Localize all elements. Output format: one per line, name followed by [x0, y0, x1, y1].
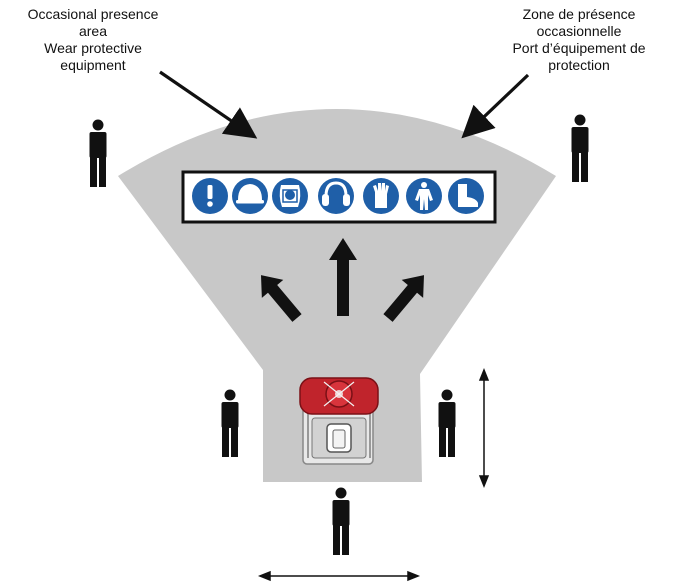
helmet-icon: [232, 178, 268, 214]
horizontal-dimension-arrow: [257, 570, 421, 582]
pointer-arrows: [159, 70, 530, 139]
person-icon-mid-left: [221, 389, 239, 457]
arrow-up-icon: [329, 238, 357, 316]
french-label-line-1: Zone de présence: [522, 6, 636, 22]
ppe-sign: [181, 170, 497, 224]
english-zone-label: Occasional presence area Wear protective…: [8, 6, 178, 74]
french-label-line-3: Port d’équipement de: [512, 40, 646, 56]
english-label-line-2: area: [78, 23, 108, 39]
safety-boots-icon: [448, 178, 484, 214]
arrow-up-right-icon: [383, 275, 424, 322]
person-icon-top-left: [89, 119, 107, 187]
person-icon-mid-right: [438, 389, 456, 457]
machine-top-view: [299, 377, 379, 465]
arrow-up-left-icon: [261, 275, 302, 322]
french-zone-label: Zone de présence occasionnelle Port d’éq…: [490, 6, 668, 74]
english-label-line-1: Occasional presence: [27, 6, 159, 22]
french-label-line-4: protection: [548, 57, 610, 73]
french-label-line-2: occasionnelle: [536, 23, 622, 39]
english-pointer-arrow: [159, 70, 258, 139]
french-pointer-arrow: [461, 73, 530, 139]
face-shield-icon: [272, 178, 308, 214]
mandatory-general-icon: [192, 178, 228, 214]
english-label-line-4: equipment: [60, 57, 126, 73]
direction-arrows: [261, 238, 424, 322]
person-icon-bottom: [332, 487, 350, 555]
protective-clothing-icon: [406, 178, 442, 214]
person-icon-top-right: [571, 114, 589, 182]
dimension-arrows: [257, 367, 490, 582]
ear-protection-icon: [318, 178, 354, 214]
vertical-dimension-arrow: [478, 367, 490, 489]
gloves-icon: [363, 178, 399, 214]
english-label-line-3: Wear protective: [44, 40, 142, 56]
